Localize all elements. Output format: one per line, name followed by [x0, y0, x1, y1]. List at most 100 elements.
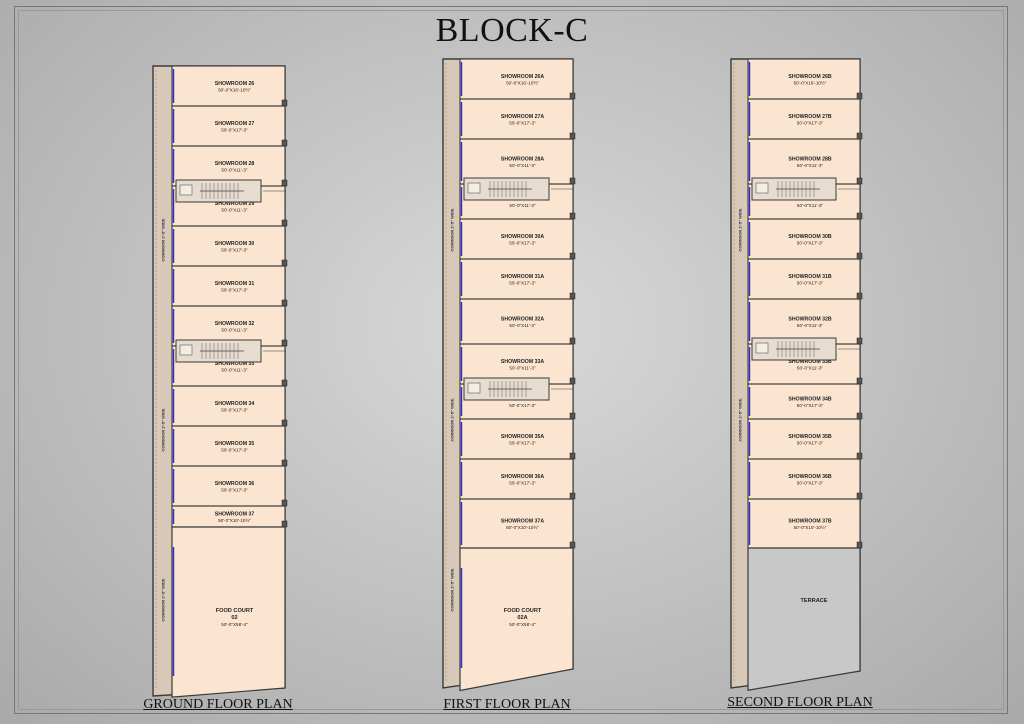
- column-marker: [856, 92, 863, 100]
- room-dimensions: 50'-0"X10'-10½": [218, 517, 251, 523]
- column-marker: [569, 337, 576, 345]
- room-dimensions: 50'-0"X10'-10½": [506, 524, 539, 530]
- room-name: SHOWROOM 31: [215, 281, 255, 287]
- column-marker: [856, 132, 863, 140]
- column-marker: [281, 379, 288, 387]
- sheet-title: BLOCK-C: [435, 12, 589, 49]
- room-dimensions: 50'-0"X11'-3": [221, 368, 247, 373]
- column-marker: [569, 292, 576, 300]
- room-dimensions: 50'-0"X16'-10½": [506, 80, 539, 86]
- room-name: SHOWROOM 33B: [788, 359, 831, 365]
- room-dimensions: 50'-0"X17'-3": [509, 481, 536, 486]
- room-dimensions: 50'-0"X11'-3": [797, 163, 823, 168]
- room-dimensions: 50'-0"X17'-3": [509, 403, 536, 408]
- room-name: SHOWROOM 36: [215, 481, 255, 487]
- room-dimensions: 50'-0"X16'-10½": [218, 87, 251, 93]
- room-dimensions: 50'-0"X17'-3": [797, 121, 824, 126]
- column-marker: [856, 412, 863, 420]
- room-dimensions: 50'-0"X17'-3": [509, 121, 536, 126]
- room-dimensions: 50'-0"X11'-3": [509, 163, 535, 168]
- big-room-number: 02: [231, 615, 237, 621]
- room-name: SHOWROOM 29: [215, 201, 255, 207]
- first-floor-caption: FIRST FLOOR PLAN: [443, 697, 571, 712]
- room-dimensions: 50'-0"X17'-3": [509, 241, 536, 246]
- stair-core: [751, 177, 860, 201]
- room-name: SHOWROOM 37A: [501, 519, 544, 525]
- column-marker: [856, 452, 863, 460]
- room-dimensions: 50'-0"X17'-3": [797, 441, 824, 446]
- room-dimensions: 50'-0"X17'-3": [221, 288, 248, 293]
- room-name: SHOWROOM 30: [215, 241, 255, 247]
- corridor-label: CORRIDOR 2'-5" WIDE: [161, 578, 166, 621]
- corridor-label: CORRIDOR 2'-5" WIDE: [738, 208, 743, 251]
- room-name: SHOWROOM 30B: [788, 234, 831, 240]
- room-dimensions: 50'-0"X17'-3": [509, 441, 536, 446]
- lift-box: [179, 344, 193, 356]
- room-column: [748, 59, 860, 691]
- room-name: SHOWROOM 35: [215, 441, 255, 447]
- room-dimensions: 50'-0"X11'-3": [221, 208, 247, 213]
- room-dimensions: 50'-0"X17'-3": [221, 128, 248, 133]
- ground-floor-caption: GROUND FLOOR PLAN: [143, 697, 293, 712]
- room-dimensions: 50'-0"X11'-3": [221, 328, 247, 333]
- room-name: SHOWROOM 35A: [501, 434, 544, 440]
- column-marker: [569, 212, 576, 220]
- room-column: [460, 59, 573, 691]
- column-marker: [856, 377, 863, 385]
- room-dimensions: 50'-0"X17'-3": [221, 408, 248, 413]
- column-marker: [569, 412, 576, 420]
- big-room-dimensions: 50'-0"X58'-4": [509, 622, 536, 627]
- room-name: SHOWROOM 32A: [501, 317, 544, 323]
- corridor-label: CORRIDOR 2'-5" WIDE: [450, 398, 455, 441]
- room-dimensions: 50'-0"X11'-3": [509, 323, 535, 328]
- stair-core: [751, 337, 860, 361]
- column-marker: [281, 179, 288, 187]
- room-name: SHOWROOM 28: [215, 161, 255, 167]
- column-marker: [281, 139, 288, 147]
- room-name: SHOWROOM 31B: [788, 274, 831, 280]
- sheet-border-inner: [18, 10, 1004, 710]
- lift-box: [755, 182, 769, 194]
- column-marker: [856, 541, 863, 549]
- room-name: SHOWROOM 33A: [501, 359, 544, 365]
- column-marker: [281, 419, 288, 427]
- food-court-area: [459, 547, 574, 692]
- column-marker: [281, 459, 288, 467]
- room-name: SHOWROOM 36B: [788, 474, 831, 480]
- column-marker: [569, 377, 576, 385]
- room-name: SHOWROOM 28B: [788, 157, 831, 163]
- column-marker: [569, 177, 576, 185]
- room-name: SHOWROOM 37B: [788, 519, 831, 525]
- room-name: SHOWROOM 31A: [501, 274, 544, 280]
- room-dimensions: 50'-0"X17'-3": [221, 248, 248, 253]
- column-marker: [569, 452, 576, 460]
- room-dimensions: 50'-0"X11'-3": [509, 203, 535, 208]
- column-marker: [856, 177, 863, 185]
- room-name: SHOWROOM 26: [215, 81, 255, 87]
- room-name: SHOWROOM 28A: [501, 157, 544, 163]
- room-dimensions: 50'-0"X17'-3": [797, 241, 824, 246]
- room-name: SHOWROOM 36A: [501, 474, 544, 480]
- column-marker: [281, 299, 288, 307]
- room-dimensions: 50'-0"X16'-10½": [794, 80, 827, 86]
- corridor-label: CORRIDOR 2'-5" WIDE: [450, 568, 455, 611]
- column-marker: [281, 219, 288, 227]
- column-marker: [569, 92, 576, 100]
- column-marker: [569, 492, 576, 500]
- big-room-dimensions: 50'-0"X58'-4": [221, 622, 248, 627]
- big-room-number: 02A: [517, 615, 527, 621]
- column-marker: [569, 541, 576, 549]
- stair-core: [463, 377, 573, 401]
- room-dimensions: 50'-0"X11'-3": [221, 168, 247, 173]
- lift-box: [179, 184, 193, 196]
- room-name: SHOWROOM 27: [215, 121, 255, 127]
- lift-box: [755, 342, 769, 354]
- lift-box: [467, 382, 481, 394]
- sheet-border-outer: [14, 6, 1008, 714]
- room-name: SHOWROOM 34B: [788, 397, 831, 403]
- room-dimensions: 50'-0"X11'-3": [509, 366, 535, 371]
